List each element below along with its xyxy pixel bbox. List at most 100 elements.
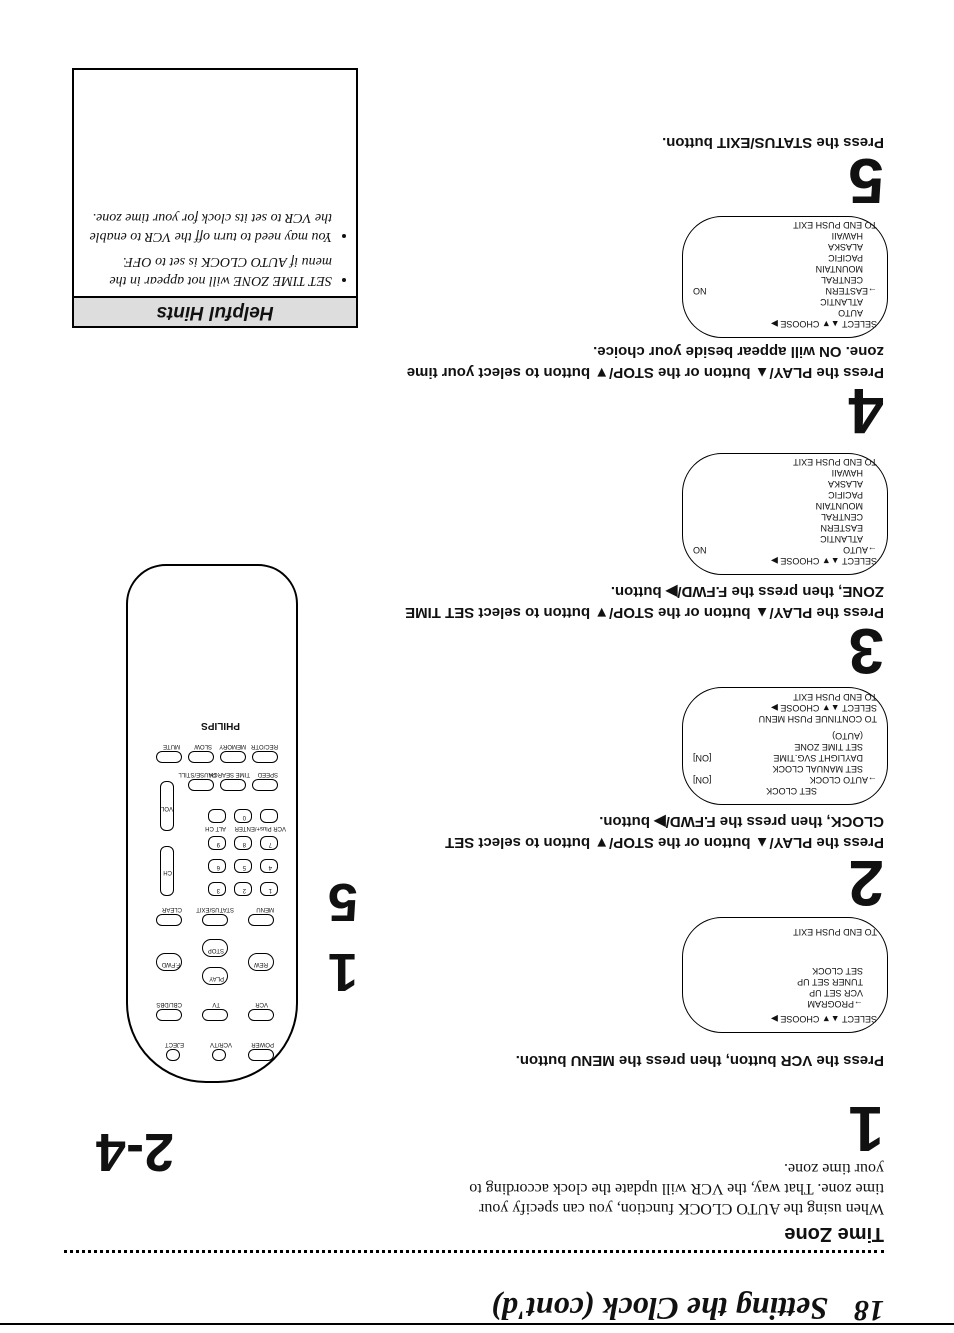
screen-item: SET TIME ZONE [794,742,863,752]
vcr-button[interactable] [248,1009,274,1021]
vcr-label: VCR [255,1001,268,1007]
screen-item: CENTRAL [820,512,863,522]
alt-ch-label: ALT CH [205,825,226,831]
step-5-text: Press the STATUS/EXIT button. [662,134,884,151]
memory-button[interactable] [220,751,246,763]
num-4-label: 4 [268,864,272,870]
tv-label: TV [212,1001,220,1007]
time-search-button[interactable] [220,779,246,791]
screen-item: MOUNTAIN [815,501,863,511]
vcr-plus-button[interactable] [260,809,278,823]
eject-button[interactable] [166,1049,180,1061]
screen-item: PACIFIC [828,490,863,500]
status-exit-label: STATUS/EXIT [196,906,234,912]
vcr-tv-button[interactable] [212,1049,226,1061]
pause-still-button[interactable] [188,779,214,791]
screen-value: [ON] [693,775,712,785]
page-header: 18 Setting the Clock (cont'd) [64,1279,884,1327]
step-4-text: Press the PLAY/▲ button or the STOP/▼ bu… [406,343,884,381]
screen-item: SET MANUAL CLOCK [772,764,863,774]
power-button[interactable] [248,1049,274,1061]
step-1-number: 1 [848,1093,884,1165]
screen-foot: SELECT ▲▼ CHOOSE ▶ [770,703,877,713]
screen-head: SELECT ▲▼ CHOOSE ▶ [770,556,877,566]
page-number: 18 [854,1294,884,1327]
screen-item: TUNER SET UP [797,977,863,987]
callout-5: 5 [327,872,358,932]
num-3-label: 3 [216,887,220,893]
screen-item: →PROGRAM [807,999,863,1009]
num-2-label: 2 [242,887,246,893]
tv-button[interactable] [202,1009,228,1021]
hint-item: SET TIME ZONE will not appear in the men… [84,252,332,290]
slow-button[interactable] [188,751,214,763]
ffwd-label: F.FWD [161,961,180,967]
menu-button[interactable] [248,914,274,926]
speed-button[interactable] [252,779,278,791]
vcr-tv-label: VCR/TV [209,1041,232,1047]
screen-foot: TO END PUSH EXIT [793,692,877,702]
step-1-text: Press the VCR button, then press the MEN… [515,1052,884,1069]
rew-label: REW [254,961,268,967]
screen-item: ATLANTIC [820,297,863,307]
memory-label: MEMORY [219,743,246,749]
status-exit-button[interactable] [202,914,228,926]
screen-title: SET CLOCK [766,786,817,796]
stop-label: STOP [207,947,224,953]
screen-item: ATLANTIC [820,534,863,544]
cbl-dbs-button[interactable] [156,1009,182,1021]
screen-item: DAYLIGHT SVG.TIME [773,753,863,763]
screen-item: ALASKA [827,242,863,252]
divider [64,1250,884,1253]
screen-head: SELECT ▲▼ CHOOSE ▶ [770,1014,877,1024]
screen-item: PACIFIC [828,253,863,263]
hint-item: You may need to turn off the VCR to enab… [84,208,332,246]
screen-time-zone-selected: SELECT ▲▼ CHOOSE ▶ AUTO ATLANTIC →EASTER… [682,216,888,338]
rec-otr-label: REC/OTR [251,743,278,749]
cbl-dbs-label: CBL/DBS [156,1001,182,1007]
screen-item: HAWAII [831,468,863,478]
step-3-number: 3 [848,615,884,687]
screen-set-clock: SET CLOCK →AUTO CLOCK[ON] SET MANUAL CLO… [682,687,888,805]
num-6-label: 6 [216,864,220,870]
page-title: Setting the Clock (cont'd) [491,1291,828,1327]
screen-item: (AUTO) [832,731,863,741]
screen-foot: TO END PUSH EXIT [793,220,877,230]
speed-label: SPEED [257,771,278,777]
num-7-label: 7 [268,841,272,847]
hints-list: SET TIME ZONE will not appear in the men… [74,208,356,290]
vcr-plus-label: VCR Plus+/ENTER [234,825,286,831]
num-5-label: 5 [242,864,246,870]
step-4-number: 4 [848,375,884,447]
clear-label: CLEAR [161,906,182,912]
slow-label: SLOW [194,743,212,749]
callout-range: 2-4 [95,1122,174,1182]
num-9-label: 9 [216,841,220,847]
screen-item: CENTRAL [820,275,863,285]
mute-button[interactable] [156,751,182,763]
screen-item: →EASTERN [825,286,877,296]
brand-logo: PHILIPS [201,720,240,731]
num-1-label: 1 [268,887,272,893]
callout-1: 1 [327,942,358,1002]
vol-label: VOL [160,805,173,811]
ch-label: CH [163,869,172,875]
screen-item: SET CLOCK [812,966,863,976]
screen-menu: SELECT ▲▼ CHOOSE ▶ →PROGRAM VCR SET UP T… [682,917,888,1033]
screen-item: AUTO [838,308,863,318]
mute-label: MUTE [163,743,180,749]
clear-button[interactable] [156,914,182,926]
alt-ch-button[interactable] [208,809,226,823]
remote-control: POWER VCR/TV EJECT VCR TV CBL/DBS REW PL… [126,564,298,1083]
section-intro: When using the AUTO CLOCK function, you … [469,1160,884,1217]
step-3-text: Press the PLAY/▲ button or the STOP/▼ bu… [405,583,884,621]
screen-item: ALASKA [827,479,863,489]
step-2-number: 2 [848,847,884,919]
num-8-label: 8 [242,841,246,847]
screen-value: NO [693,545,707,555]
screen-item: VCR SET UP [809,988,863,998]
helpful-hints-box: Helpful Hints SET TIME ZONE will not app… [72,68,358,328]
rec-otr-button[interactable] [252,751,278,763]
